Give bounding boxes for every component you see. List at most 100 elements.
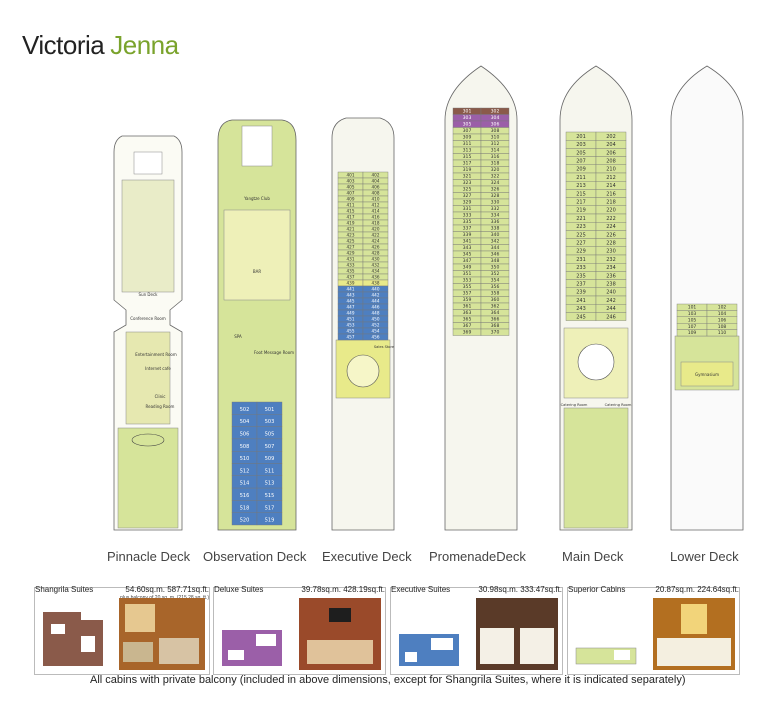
cabin-number: 209 [576,167,586,173]
room-label-catering-1: Catering Room [561,403,588,407]
suite-name: Shangrila Suites [35,585,94,594]
cabin-number: 109 [688,330,697,336]
cabin-number: 316 [491,154,500,160]
suite-photo [119,598,205,670]
cabin-370[interactable] [480,328,510,336]
cabin-number: 433 [347,262,355,267]
cabin-number: 329 [463,200,472,206]
cabin-number: 434 [372,268,380,273]
cabin-number: 348 [491,258,500,264]
cabin-number: 204 [606,142,616,148]
cabin-number: 419 [347,220,355,225]
room-label-yangtze: Yangtze Club [243,196,270,201]
cabin-number: 457 [347,334,355,339]
cabin-number: 219 [576,208,586,214]
suite-dimensions: 39.78sq.m. 428.19sq.ft. [301,585,385,594]
room-label-internet: Internet cafe [145,366,171,371]
cabin-number: 414 [372,208,380,213]
cabin-number: 451 [347,316,355,321]
cabin-number: 420 [372,226,380,231]
cabin-number: 335 [463,219,472,225]
cabin-number: 514 [240,481,250,487]
cabin-number: 307 [463,128,472,134]
cabin-number: 308 [491,128,500,134]
cabin-number: 207 [576,159,586,165]
cabin-number: 368 [491,323,500,329]
cabin-number: 439 [347,280,355,285]
room-label-sales-store: Sales Store [374,345,395,349]
cabin-number: 426 [372,244,380,249]
cabin-number: 428 [372,250,380,255]
cabin-number: 455 [347,328,355,333]
suite-floorplan [575,647,637,665]
cabin-number: 324 [491,180,500,186]
cabin-number: 448 [372,310,380,315]
cabin-number: 212 [606,175,616,181]
cabin-number: 418 [372,220,380,225]
cabin-number: 512 [240,468,250,474]
cabin-number: 330 [491,200,500,206]
cabin-number: 222 [606,216,616,222]
cabin-number: 513 [265,481,275,487]
deck-plan-pinnacle[interactable]: Sun Deck Conference Room Entertainment R… [108,60,188,540]
title-word-jenna: Jenna [110,30,179,60]
suite-name: Executive Suites [391,585,451,594]
cabin-number: 438 [372,280,380,285]
suite-panel-shangrila[interactable]: Shangrila Suites 54.60sq.m. 587.71sq.ft.… [34,585,210,675]
cabin-number: 423 [347,232,355,237]
cabin-number: 437 [347,274,355,279]
cabin-number: 427 [347,244,355,249]
cabin-number: 208 [606,159,616,165]
cabin-519[interactable] [256,512,283,526]
cabin-number: 229 [576,249,586,255]
cabin-number: 325 [463,187,472,193]
cabin-number: 410 [372,196,380,201]
cabin-number: 362 [491,304,500,310]
cabin-number: 225 [576,232,586,238]
cabin-number: 105 [688,317,697,323]
cabin-number: 228 [606,241,616,247]
cabin-246[interactable] [595,312,627,321]
room-label-reading: Reading Room [146,404,175,409]
cabin-number: 424 [372,238,380,243]
cabin-number: 213 [576,183,586,189]
cabin-number: 236 [606,273,616,279]
cabin-456[interactable] [362,333,389,341]
cabin-number: 317 [463,161,472,167]
cabin-number: 456 [372,334,380,339]
cabin-number: 361 [463,304,472,310]
suite-panel-superior[interactable]: Superior Cabins 20.87sq.m. 224.64sq.ft. [567,585,740,675]
suite-dimensions: 20.87sq.m. 224.64sq.ft. [655,585,739,594]
cabin-number: 311 [463,141,472,147]
cabin-number: 446 [372,304,380,309]
cabin-number: 353 [463,278,472,284]
cabin-number: 202 [606,134,616,140]
cabin-number: 216 [606,191,616,197]
deck-label-main: Main Deck [562,549,624,564]
cabin-number: 338 [491,226,500,232]
cabin-number: 503 [265,419,275,425]
cabin-number: 336 [491,219,500,225]
cabin-number: 322 [491,174,500,180]
suite-dimensions: 30.98sq.m. 333.47sq.ft. [478,585,562,594]
cabin-number: 327 [463,193,472,199]
cabin-number: 215 [576,191,586,197]
deck-label-observation: Observation Deck [203,549,307,564]
deck-plan-observation[interactable]: Yangtze Club BAR SPA Foot Message Room 5… [212,60,302,540]
cabin-number: 352 [491,271,500,277]
cabin-number: 447 [347,304,355,309]
cabin-number: 243 [576,306,586,312]
suite-panel-deluxe[interactable]: Deluxe Suites 39.78sq.m. 428.19sq.ft. [213,585,386,675]
cabin-number: 239 [576,290,586,296]
cabin-number: 360 [491,297,500,303]
cabin-110[interactable] [706,329,738,337]
suite-panel-executive[interactable]: Executive Suites 30.98sq.m. 333.47sq.ft. [390,585,563,675]
